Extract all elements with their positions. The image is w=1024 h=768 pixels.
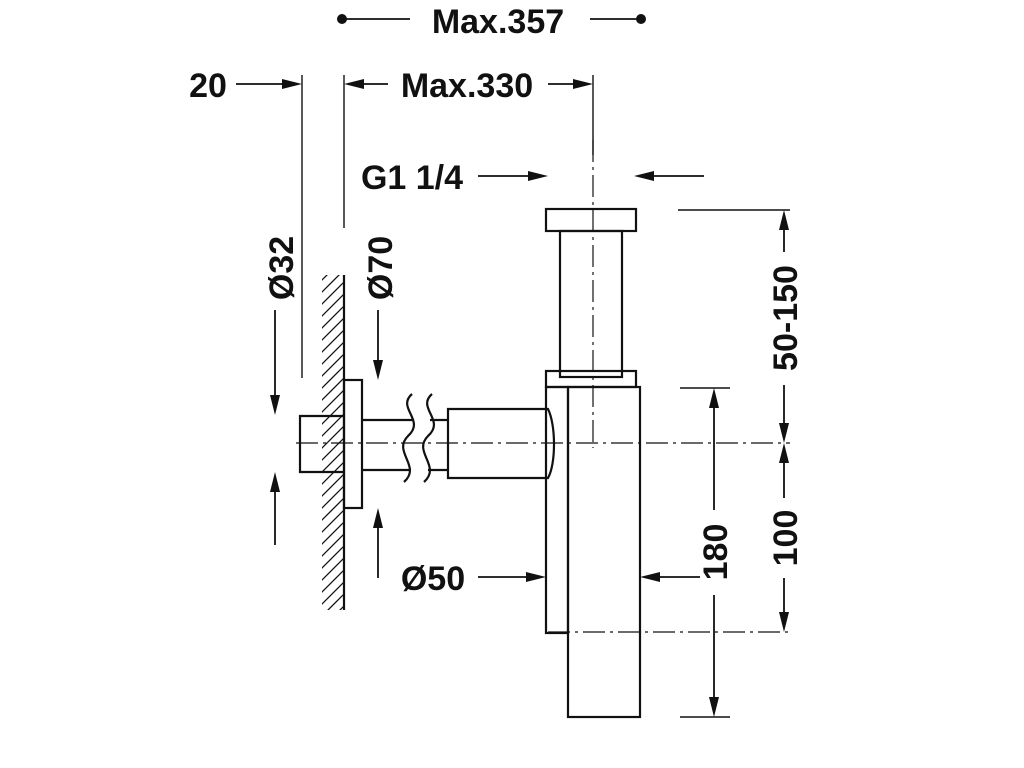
bottle-trap [544,207,642,719]
dimension-max-357: Max.357 [337,3,646,41]
arrow-100-up [779,443,789,463]
arrow-20-right [282,79,302,89]
arrow-330-left [344,79,364,89]
label-max-330: Max.330 [401,67,533,105]
pipe-break-line-right [422,393,436,483]
arrow-50-left [526,572,546,582]
dimension-height-right: 50-150 100 [767,210,805,632]
label-wall-offset-20: 20 [189,67,227,105]
trap-tailpiece [558,229,624,379]
dimension-thread-g1: G1 1/4 [361,159,704,197]
center-lines [296,140,790,633]
dimension-dia-32: Ø32 [263,236,301,545]
arrow-50-150-down [779,423,789,443]
wall-hatching [322,275,344,610]
dimension-dia-70: Ø70 [362,236,400,578]
extension-lines [301,75,790,718]
arrow-100-down [779,612,789,632]
arrow-50-right [640,572,660,582]
trap-bottle-body [566,385,642,719]
trap-body-back [544,385,570,635]
label-height-100: 100 [767,510,805,567]
label-dia-32: Ø32 [263,236,301,300]
waste-pipe-assembly [298,378,556,510]
wall-flange-rosette [342,378,364,510]
label-height-180: 180 [697,524,735,581]
arrow-thread-left [528,171,548,181]
arrow-70-up [373,508,383,528]
arrow-32-up [270,472,280,492]
dimension-max-330: 20 Max.330 [189,67,593,105]
label-thread-g1-1-4: G1 1/4 [361,159,463,197]
dimension-height-180: 180 [697,388,735,717]
pipe-break-line-left [402,393,416,483]
label-dia-50: Ø50 [401,560,465,598]
arrow-thread-right [634,171,654,181]
label-height-50-150: 50-150 [767,265,805,371]
label-dia-70: Ø70 [362,236,400,300]
dimension-dia-50: Ø50 [401,560,700,598]
wall [322,275,346,610]
label-max-357: Max.357 [432,3,564,41]
arrow-180-down [709,697,719,717]
wall-drain-pipe [298,414,344,474]
arrow-50-150-up [779,210,789,230]
trap-inlet-cap [544,207,638,233]
arrow-180-up [709,388,719,408]
outlet-pipe-fitting [446,407,556,480]
arrow-70-down [373,360,383,380]
arrow-330-right [573,79,593,89]
arrow-32-down [270,395,280,415]
